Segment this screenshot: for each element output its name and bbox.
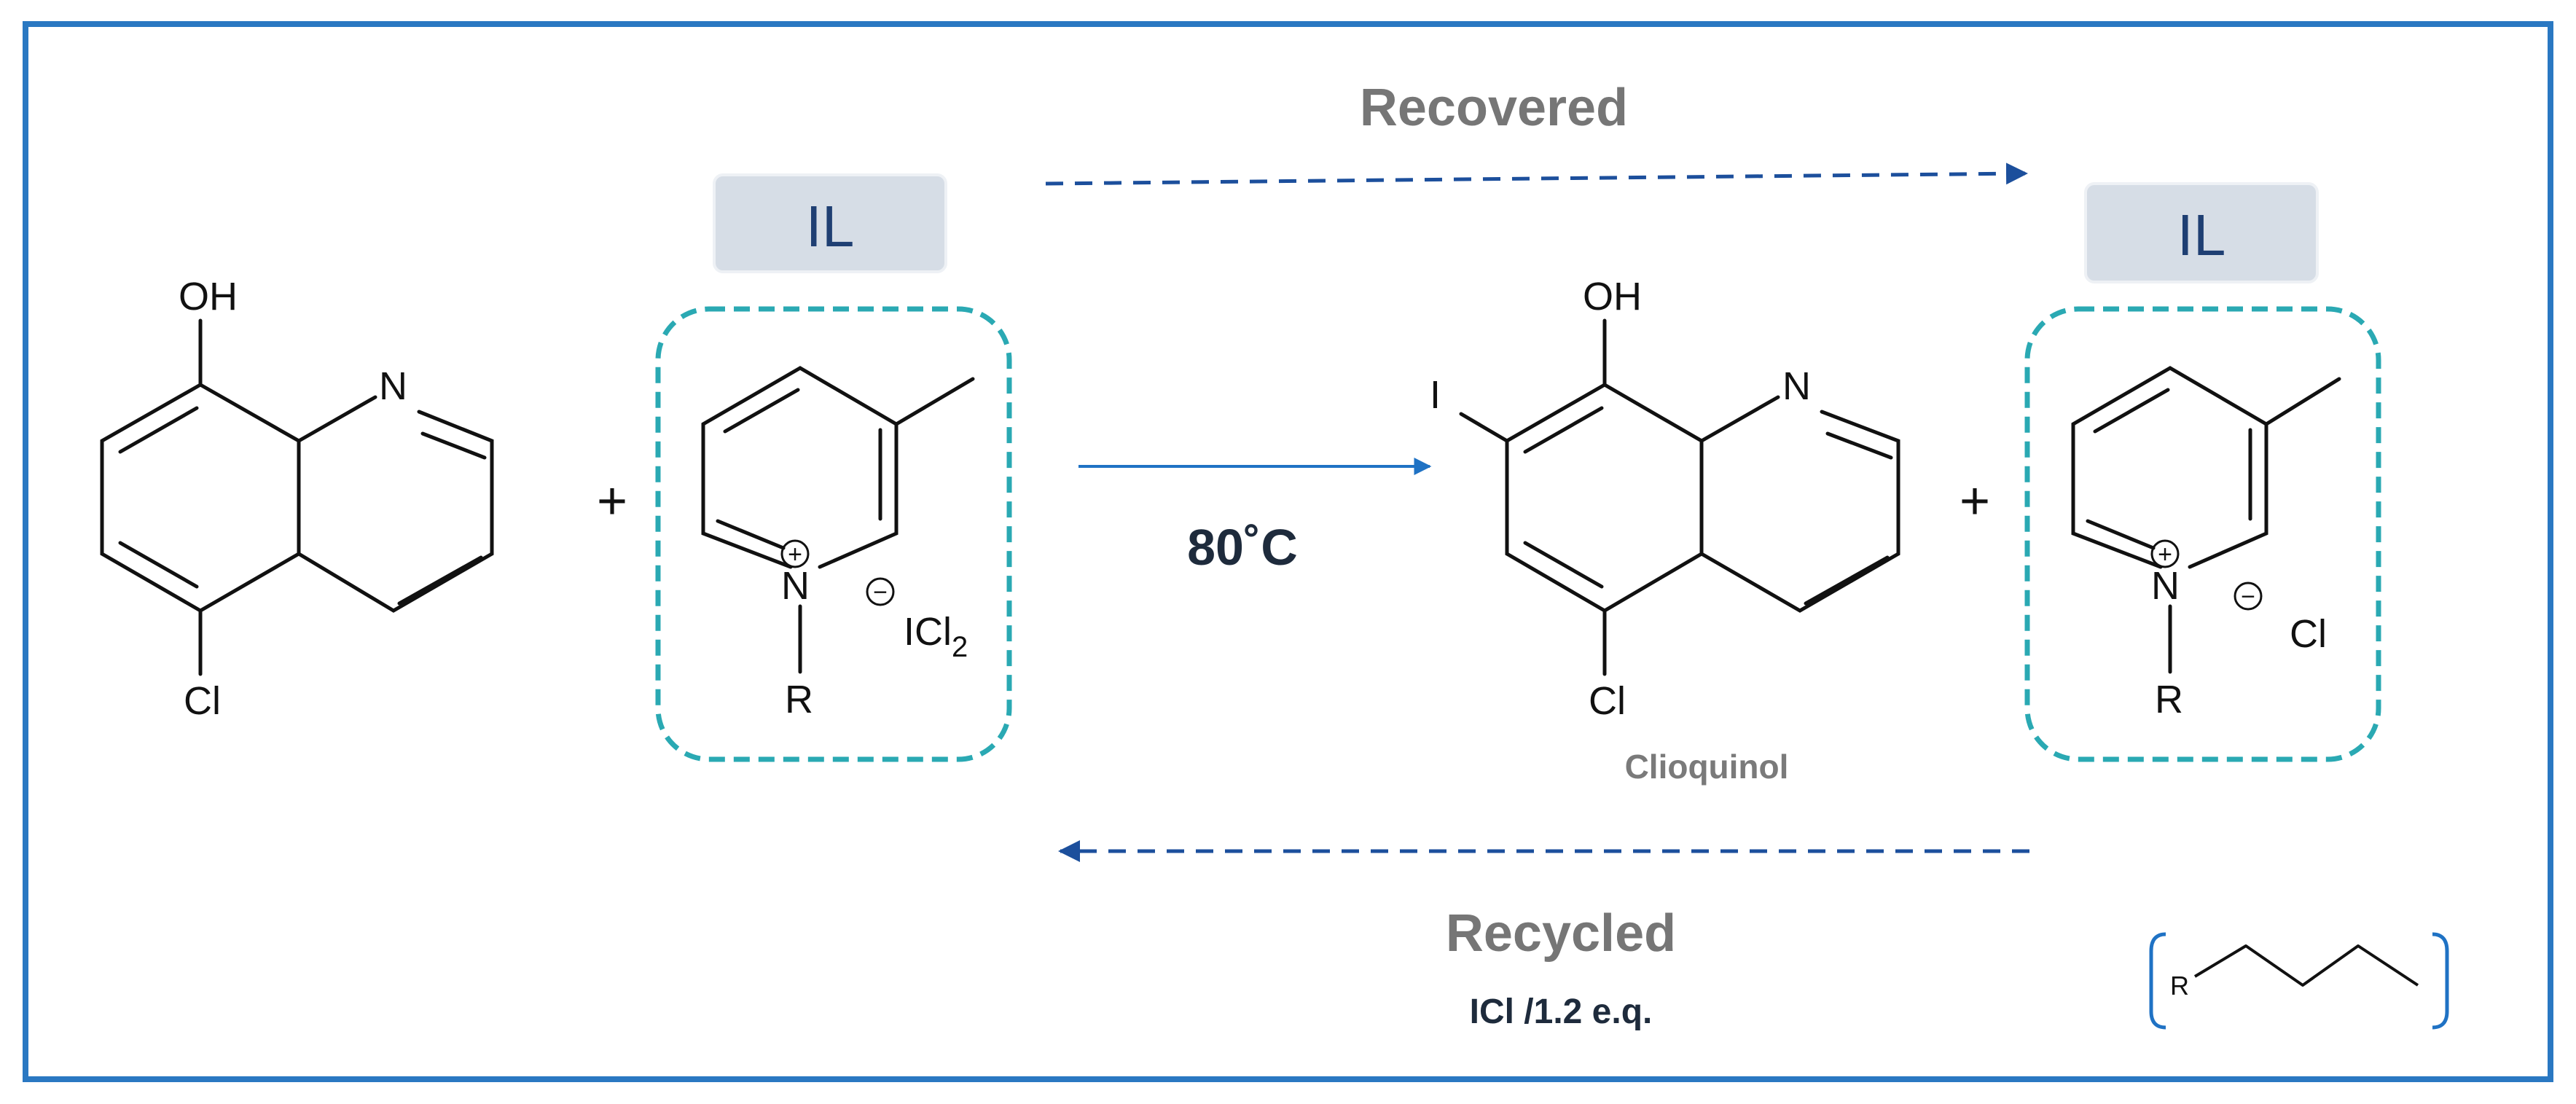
il-reagent-box <box>655 306 1012 762</box>
r-group-definition: R <box>2149 932 2449 1030</box>
recovered-label: Recovered <box>1360 79 1628 137</box>
il-byproduct-minus: − <box>2241 583 2255 611</box>
product-i: I <box>1430 373 1441 417</box>
plus-sign-1: + <box>597 472 627 531</box>
il-byproduct-anion: Cl <box>2290 612 2327 656</box>
il-reagent-n: N <box>781 564 810 608</box>
il-reagent-anion: ICl2 <box>904 610 968 663</box>
il-reagent-minus: − <box>873 579 888 606</box>
temperature-label: 80˚C <box>1187 519 1298 576</box>
il-label-2: IL <box>2177 203 2226 267</box>
product-molecule: OH I N Cl <box>1430 275 1900 723</box>
r-group-r: R <box>2170 971 2189 1001</box>
product-cl: Cl <box>1589 679 1626 723</box>
reactant-molecule: OH N Cl <box>100 275 494 723</box>
il-label-1: IL <box>806 194 855 259</box>
il-reagent-r: R <box>785 678 813 721</box>
il-byproduct-n: N <box>2151 564 2180 608</box>
outer-frame <box>23 21 2553 1082</box>
recovered-arrow <box>1045 163 2028 186</box>
il-reagent-molecule: N + − R ICl2 <box>701 366 975 721</box>
il-byproduct-molecule: N + − R Cl <box>2071 366 2341 721</box>
recycled-label: Recycled <box>1446 904 1676 963</box>
product-n: N <box>1782 364 1811 408</box>
reagent-label: ICl /1.2 e.q. <box>1470 993 1653 1031</box>
product-oh: OH <box>1583 275 1642 318</box>
il-label-box-2 <box>2084 182 2319 283</box>
il-byproduct-box <box>2024 306 2381 762</box>
il-label-box-1 <box>713 173 947 273</box>
plus-sign-2: + <box>1960 472 1990 531</box>
reactant-cl: Cl <box>184 679 221 723</box>
il-byproduct-r: R <box>2155 678 2183 721</box>
il-byproduct-plus: + <box>2158 541 2172 568</box>
product-name: Clioquinol <box>1625 748 1789 786</box>
il-reagent-plus: + <box>788 541 802 568</box>
reactant-n: N <box>379 364 407 408</box>
reactant-oh: OH <box>179 275 238 318</box>
